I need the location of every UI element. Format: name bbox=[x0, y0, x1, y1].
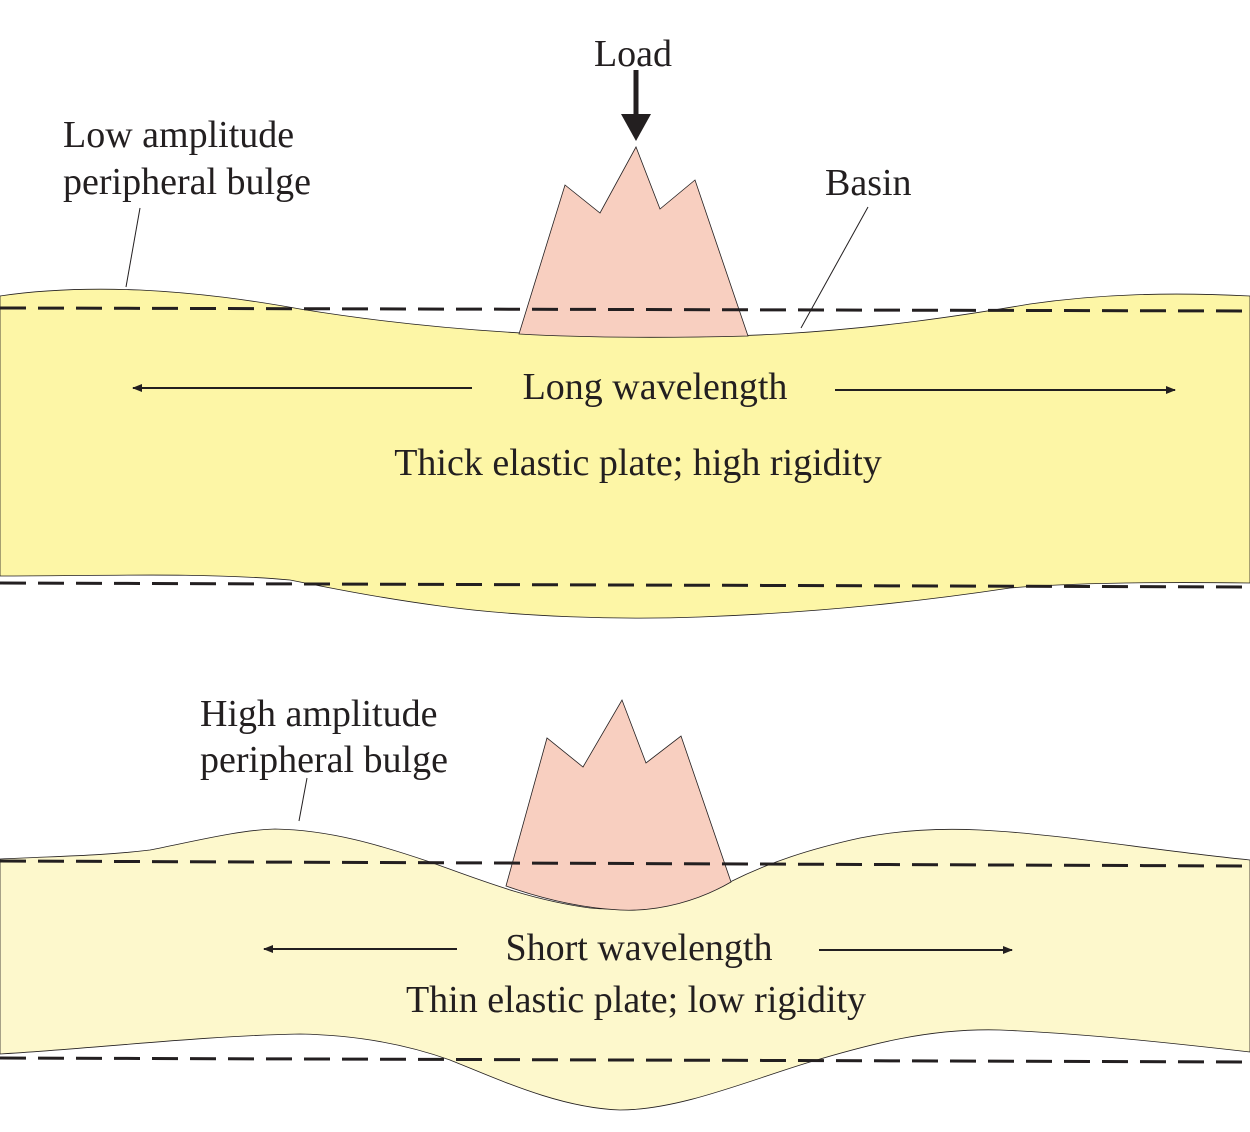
high-bulge-leader bbox=[298, 777, 308, 822]
load-arrow-head bbox=[621, 114, 651, 141]
top-panel: Load Low amplitude peripheral bulge Basi… bbox=[0, 33, 1250, 619]
thick-plate-label: Thick elastic plate; high rigidity bbox=[394, 442, 882, 484]
low-bulge-label-line2: peripheral bulge bbox=[63, 161, 311, 203]
basin-leader bbox=[800, 206, 869, 329]
bottom-load bbox=[505, 699, 732, 911]
high-bulge-label-line2: peripheral bulge bbox=[200, 739, 448, 781]
short-wavelength-label: Short wavelength bbox=[505, 927, 772, 969]
top-load bbox=[518, 146, 749, 338]
thick-elastic-plate bbox=[0, 288, 1250, 619]
bottom-reference-line-lower bbox=[0, 1056, 1250, 1064]
top-reference-line-lower bbox=[0, 581, 1250, 589]
basin-label: Basin bbox=[825, 162, 912, 204]
bottom-panel: High amplitude peripheral bulge Short wa… bbox=[0, 693, 1250, 1111]
load-label: Load bbox=[594, 33, 672, 75]
low-bulge-leader bbox=[125, 207, 141, 288]
thin-plate-label: Thin elastic plate; low rigidity bbox=[406, 979, 866, 1021]
low-bulge-label-line1: Low amplitude bbox=[63, 114, 294, 156]
bottom-reference-line-upper bbox=[0, 859, 1250, 868]
top-reference-line-upper bbox=[0, 306, 1250, 313]
thin-elastic-plate bbox=[0, 828, 1250, 1111]
high-bulge-label-line1: High amplitude bbox=[200, 693, 437, 735]
long-wavelength-label: Long wavelength bbox=[523, 366, 788, 408]
